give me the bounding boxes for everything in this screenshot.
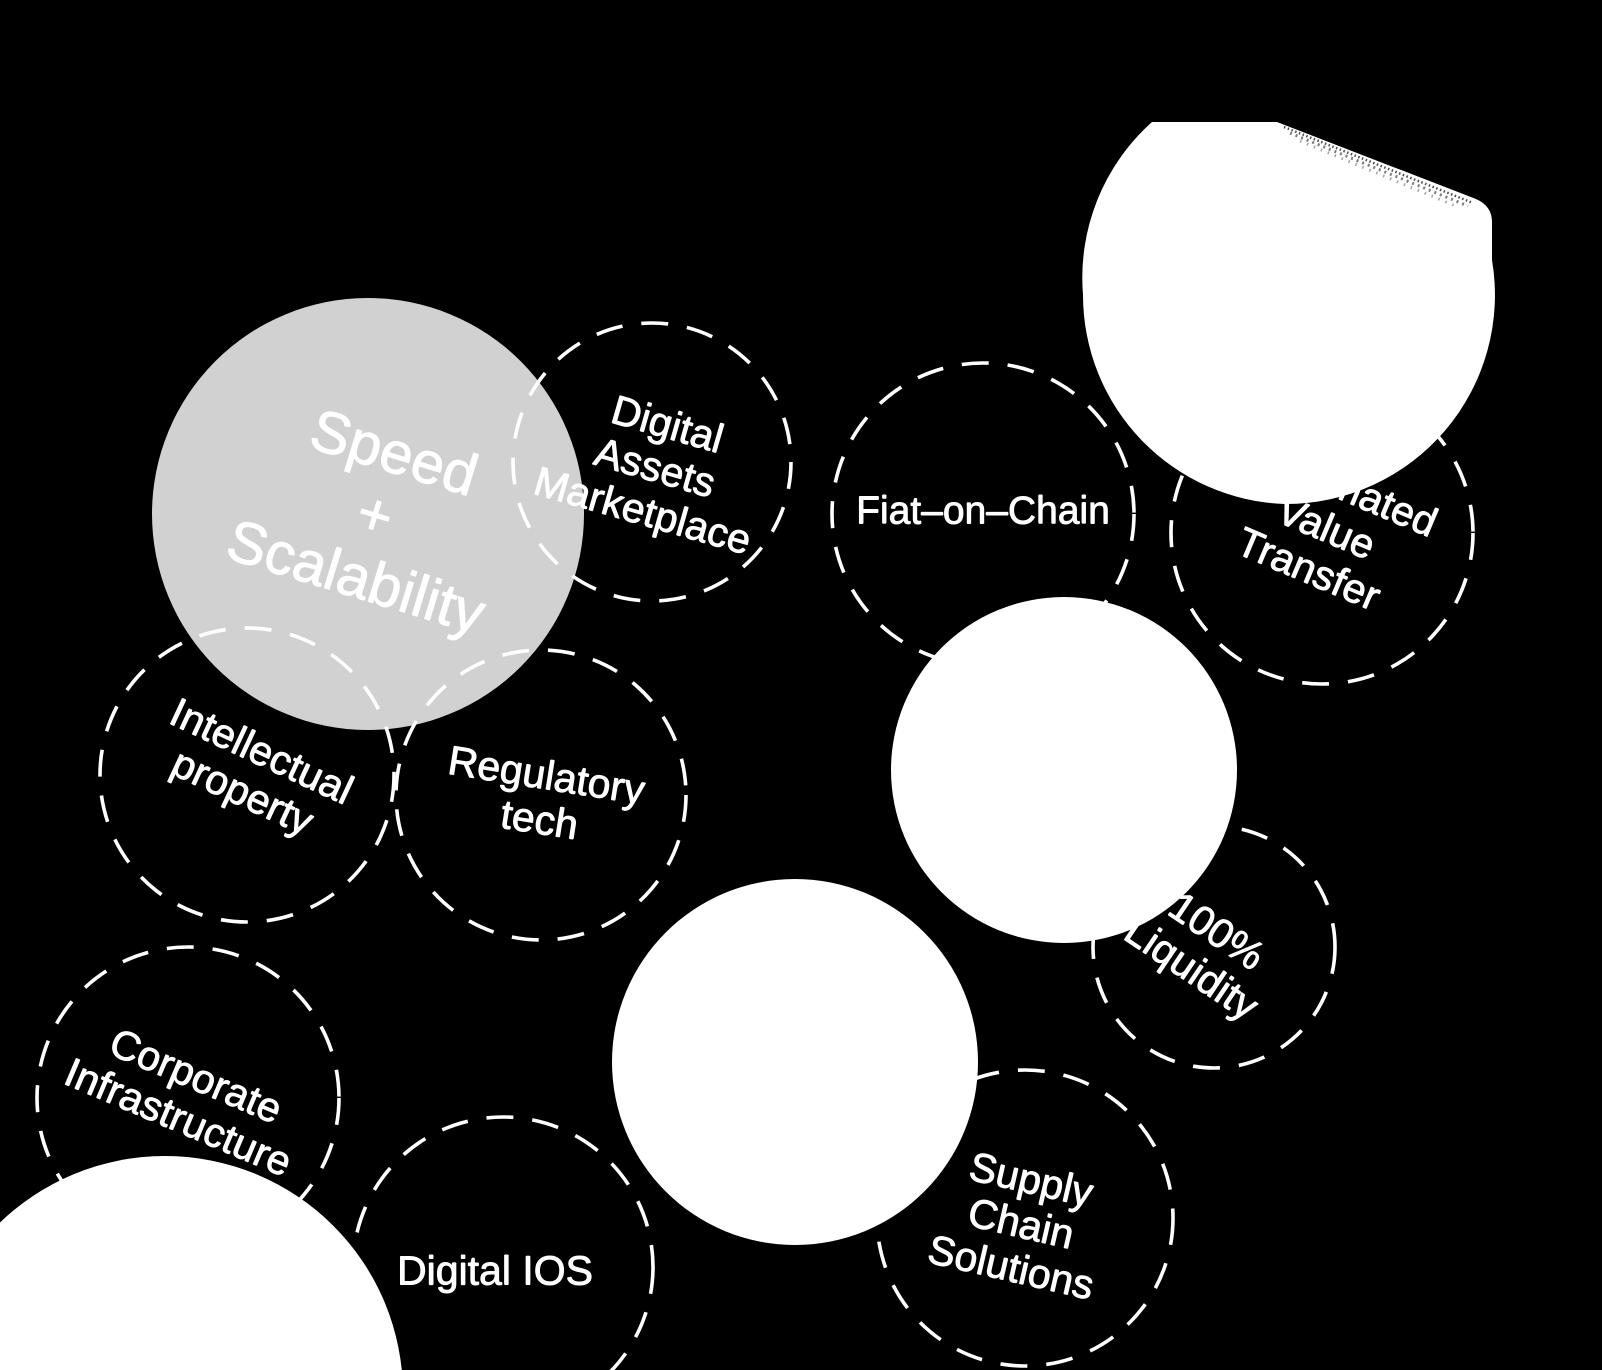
label-digital-ios: Digital IOS bbox=[397, 1247, 593, 1294]
white-circle-middle-right bbox=[891, 597, 1237, 943]
bubble-intellectual-property bbox=[98, 626, 396, 924]
white-blob-top-right bbox=[1082, 122, 1495, 505]
white-circle-bottom-center bbox=[612, 879, 978, 1245]
blob-speckle-edge bbox=[1283, 125, 1474, 209]
bubble-speed-scalability bbox=[152, 298, 584, 730]
bubble-digital-assets-marketplace bbox=[511, 321, 793, 603]
white-circle-bottom-left bbox=[0, 1156, 402, 1370]
bubble-regulatory-tech bbox=[394, 648, 688, 942]
label-fiat-on-chain: Fiat–on–Chain bbox=[856, 489, 1110, 533]
